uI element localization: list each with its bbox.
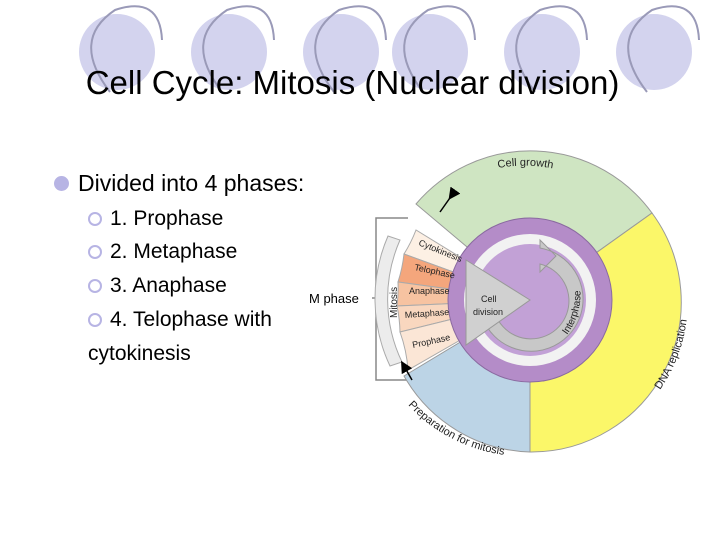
- ring-bullet-icon: [88, 212, 102, 226]
- sub-item-text: 4. Telophase with: [110, 308, 272, 331]
- cell-growth-arrow-icon: [439, 186, 461, 213]
- sub-item-prophase: 1. Prophase: [88, 207, 223, 231]
- metaphase-label: Metaphase: [404, 307, 449, 320]
- sub-item-anaphase: 3. Anaphase: [88, 274, 227, 298]
- sub-item-telophase: 4. Telophase with: [88, 308, 272, 332]
- sub-item-metaphase: 2. Metaphase: [88, 240, 237, 264]
- sub-item-text: 2. Metaphase: [110, 240, 238, 263]
- main-bullet: Divided into 4 phases:: [54, 170, 304, 197]
- anaphase-label: Anaphase: [409, 286, 450, 296]
- cell-division-label-line2: division: [473, 307, 503, 317]
- ring-bullet-icon: [88, 313, 102, 327]
- ring-bullet-icon: [88, 279, 102, 293]
- sub-item-text: 3. Anaphase: [110, 274, 227, 297]
- cell-growth-label: Cell growth: [497, 157, 555, 172]
- main-bullet-text: Divided into 4 phases:: [78, 170, 305, 196]
- cell-division-label-line1: Cell: [481, 294, 497, 304]
- bullet-dot-icon: [54, 176, 69, 191]
- cell-division-wedge: [465, 259, 531, 346]
- cell-cycle-diagram: Cell growth DNA replication Preparation …: [372, 150, 690, 458]
- m-phase-label: M phase: [309, 291, 359, 306]
- slide-title: Cell Cycle: Mitosis (Nuclear division): [85, 64, 620, 101]
- preparation-arrow-icon: [401, 360, 413, 381]
- mitosis-band: [374, 235, 403, 367]
- decorative-rings: [79, 5, 700, 93]
- sub-item-continuation: cytokinesis: [88, 342, 191, 365]
- svg-text:Cell growth: Cell growth: [497, 157, 555, 172]
- ring-bullet-icon: [88, 245, 102, 259]
- cycle-arrow-icon: [478, 238, 584, 352]
- sub-item-text: 1. Prophase: [110, 207, 224, 230]
- mitosis-label: Mitosis: [389, 287, 400, 318]
